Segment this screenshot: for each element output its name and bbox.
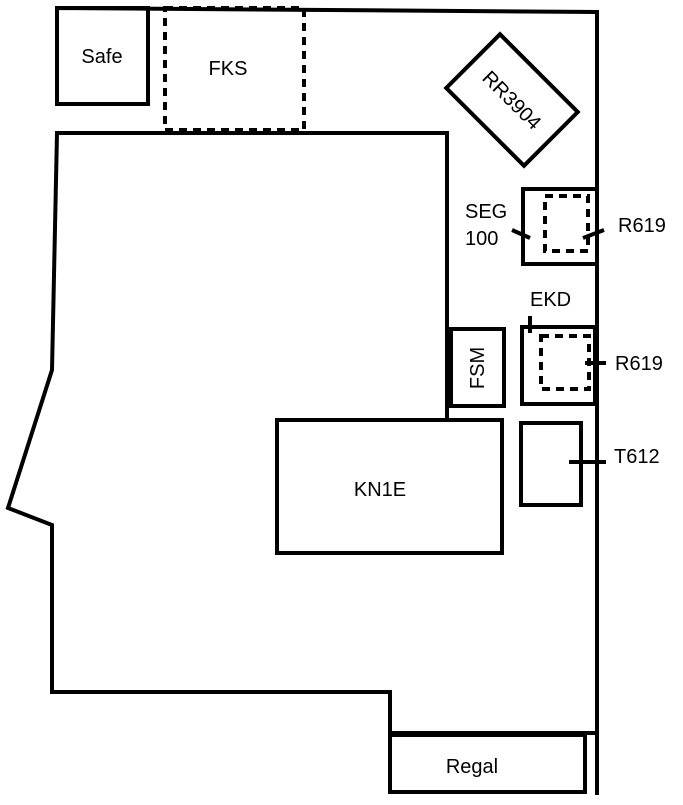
ekd-label: EKD bbox=[530, 289, 571, 311]
fsm-label: FSM bbox=[467, 347, 489, 389]
fsm-box[interactable] bbox=[449, 327, 506, 408]
regal-label: Regal bbox=[446, 756, 498, 778]
r619-mid-inner[interactable] bbox=[539, 334, 591, 391]
fks-label: FKS bbox=[209, 58, 248, 80]
r619-mid-label: R619 bbox=[615, 353, 663, 375]
seg-label-line1: SEG bbox=[465, 201, 507, 223]
seg-label-line2: 100 bbox=[465, 228, 498, 250]
r619-top-inner[interactable] bbox=[543, 194, 590, 253]
r619-top-pointer bbox=[582, 228, 605, 240]
seg-pointer bbox=[511, 228, 531, 240]
ekd-box[interactable] bbox=[520, 325, 597, 406]
seg100-box[interactable] bbox=[521, 187, 599, 266]
rr3904-label: RR3904 bbox=[478, 67, 545, 134]
regal-box[interactable] bbox=[388, 733, 587, 794]
r619-top-label: R619 bbox=[618, 215, 666, 237]
kn1e-label: KN1E bbox=[354, 479, 406, 501]
t612-label: T612 bbox=[614, 446, 660, 468]
rr3904-box[interactable]: RR3904 bbox=[443, 31, 581, 169]
fks-box[interactable] bbox=[163, 6, 306, 132]
safe-box[interactable] bbox=[55, 6, 150, 106]
safe-label: Safe bbox=[81, 46, 122, 68]
kn1e-box[interactable] bbox=[275, 418, 504, 555]
